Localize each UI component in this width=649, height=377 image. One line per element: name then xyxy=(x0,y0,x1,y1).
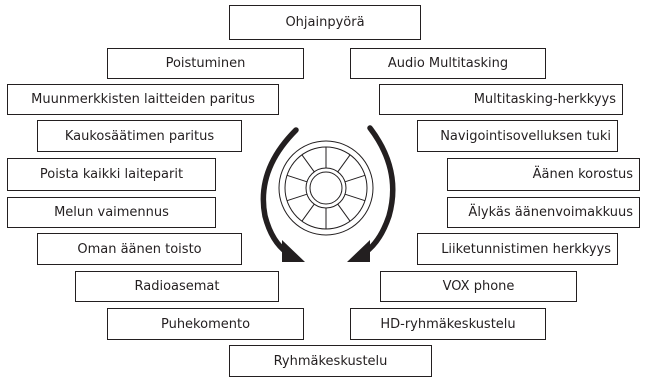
menu-item-right-4: Äänen korostus xyxy=(447,158,640,191)
menu-item-bottom: Ryhmäkeskustelu xyxy=(229,345,432,377)
menu-item-left-8: Puhekomento xyxy=(107,308,304,340)
menu-item-right-8: HD-ryhmäkeskustelu xyxy=(350,308,546,340)
wheel-spoke xyxy=(286,174,308,183)
menu-item-right-6: Liiketunnistimen herkkyys xyxy=(417,233,618,265)
menu-item-top: Ohjainpyörä xyxy=(229,5,421,40)
menu-item-left-4: Poista kaikki laiteparit xyxy=(7,158,216,191)
menu-item-right-1: Audio Multitasking xyxy=(350,48,546,79)
menu-item-right-2: Multitasking-herkkyys xyxy=(379,84,623,115)
wheel-spoke xyxy=(286,193,308,202)
menu-item-left-6: Oman äänen toisto xyxy=(37,233,242,265)
menu-item-left-5: Melun vaimennus xyxy=(7,197,216,228)
menu-item-right-5: Älykäs äänenvoimakkuus xyxy=(447,197,640,228)
wheel-dial xyxy=(278,140,374,236)
menu-item-left-1: Poistuminen xyxy=(107,48,304,79)
wheel-area xyxy=(252,118,400,273)
wheel-spoke xyxy=(344,174,366,183)
menu-item-left-2: Muunmerkkisten laitteiden paritus xyxy=(7,84,279,115)
menu-item-right-7: VOX phone xyxy=(380,271,577,302)
rotate-clockwise-arrow-icon xyxy=(347,125,396,262)
wheel-spoke xyxy=(301,154,315,173)
wheel-spoke xyxy=(337,154,351,173)
wheel-spoke xyxy=(301,203,315,222)
jog-dial-wheel-icon xyxy=(260,125,396,262)
menu-item-right-3: Navigointisovelluksen tuki xyxy=(417,120,618,152)
rotate-counterclockwise-arrow-icon xyxy=(260,127,305,262)
menu-item-left-7: Radioasemat xyxy=(75,271,279,302)
wheel-spoke xyxy=(344,193,366,202)
menu-item-left-3: Kaukosäätimen paritus xyxy=(37,120,242,152)
wheel-spoke xyxy=(337,203,351,222)
